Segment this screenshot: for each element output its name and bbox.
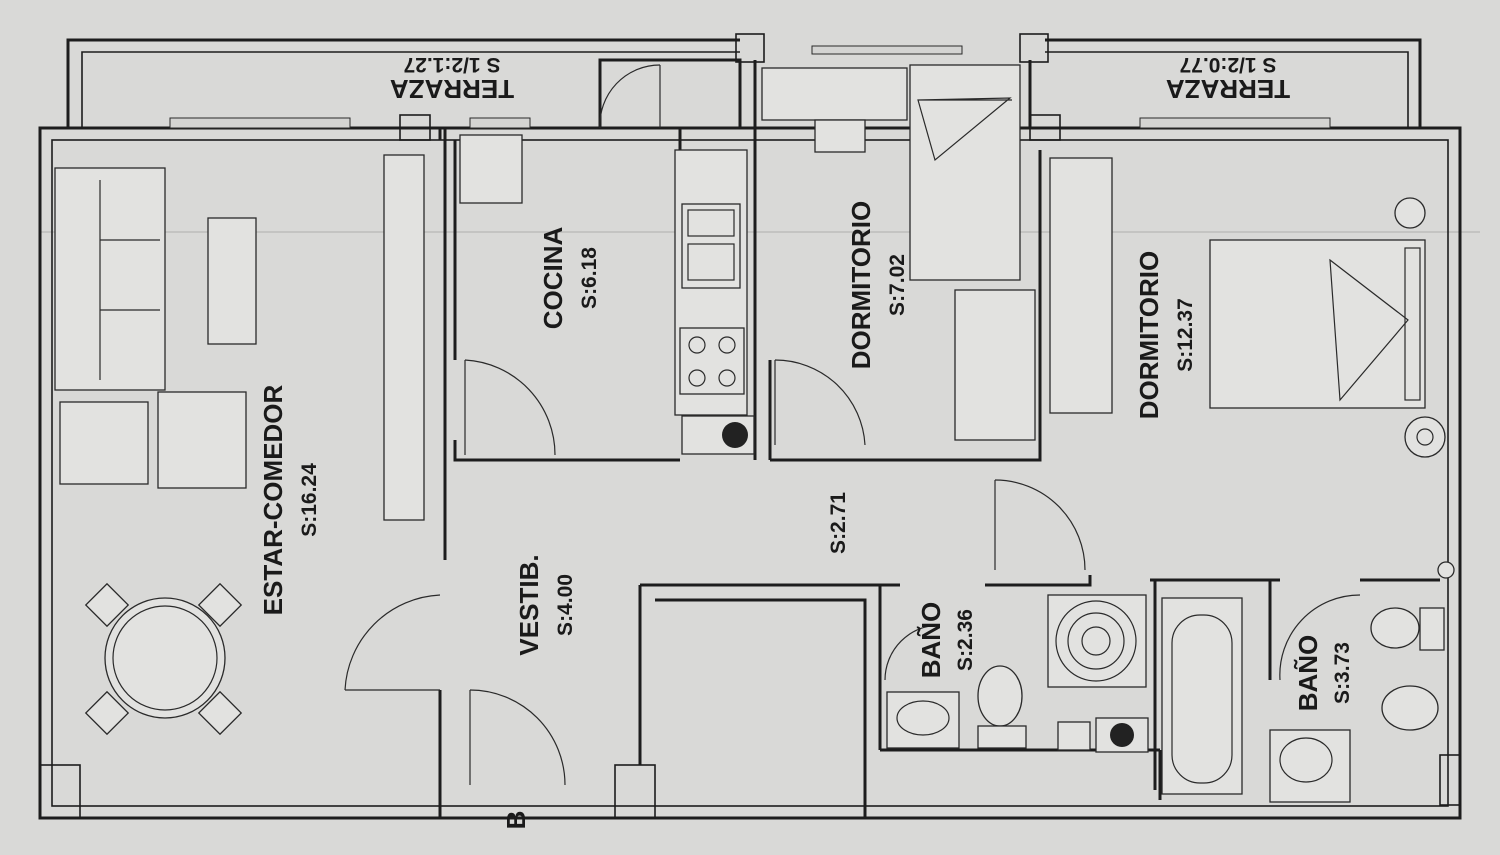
room-name-vestib: VESTIB. [514,554,544,655]
bedroom1-furniture [761,64,1036,441]
room-area-vestib: S:4.00 [554,574,577,636]
exterior-walls [38,33,1462,820]
room-name-dormitorio2: DORMITORIO [1134,251,1164,420]
living-furniture [54,154,425,736]
room-area-estar: S:16.24 [298,463,321,537]
room-labels: ESTAR-COMEDOR S:16.24 VESTIB. S:4.00 COC… [258,201,1354,712]
doors [344,64,1361,786]
room-area-dormitorio1: S:7.02 [886,254,909,316]
cooktop-icon [679,327,745,395]
washbasin2-icon [1269,729,1351,803]
toilet-icon [977,665,1023,727]
room-area-bano2: S:3.73 [1331,642,1354,704]
windows [169,45,1331,129]
shower-icon [1047,594,1147,688]
kitchen-fixtures [459,134,755,455]
bedroom2-furniture [1049,157,1455,579]
room-area-dormitorio2: S:12.37 [1174,298,1197,372]
terrace1-name: TERRAZA [390,74,514,104]
room-name-bano2: BAÑO [1293,635,1323,712]
toilet2-icon [1370,607,1420,649]
room-name-cocina: COCINA [538,227,568,330]
dining-table [84,582,243,736]
room-name-estar: ESTAR-COMEDOR [258,384,288,615]
plan-id-label: B [501,811,531,830]
room-area-pasillo: S:2.71 [827,492,850,554]
room-area-bano1: S:2.36 [954,609,977,671]
bathroom1-fixtures [886,594,1149,753]
terrace-labels: TERRAZA S 1/2:1.27 TERRAZA S 1/2:0.77 [390,53,1290,104]
room-area-cocina: S:6.18 [578,247,601,309]
terrace2-name: TERRAZA [1166,74,1290,104]
interior-walls [39,58,1461,819]
sink-icon [681,203,741,289]
room-name-dormitorio1: DORMITORIO [846,201,876,370]
terrace1-area: S 1/2:1.27 [404,53,501,76]
room-name-bano1: BAÑO [916,602,946,679]
bidet-icon [1381,685,1439,731]
bathroom2-fixtures [1161,597,1445,803]
terrace2-area: S 1/2:0.77 [1180,53,1277,76]
